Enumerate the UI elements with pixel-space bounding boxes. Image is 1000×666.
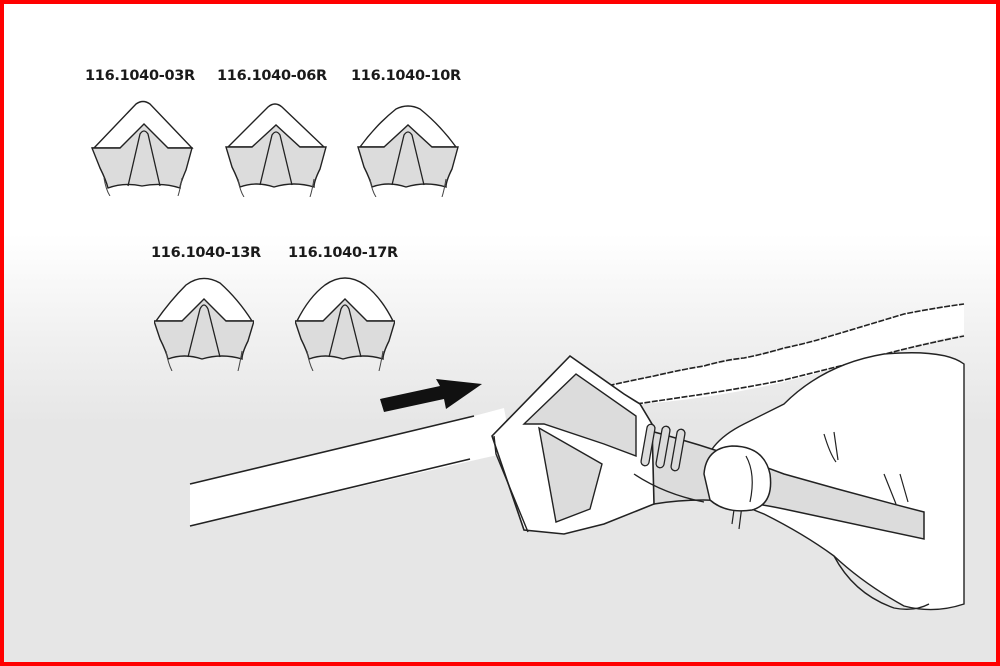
- jaw-label-13r: 116.1040-13R: [151, 245, 261, 261]
- adjustable-wrench-icon: [491, 354, 925, 540]
- jaw-profile-10r-icon: [357, 105, 459, 197]
- jaw-label-03r: 116.1040-03R: [85, 68, 195, 84]
- pipe-icon: [189, 408, 512, 527]
- jaw-profile-17r-icon: [295, 277, 395, 371]
- jaw-profile-13r-icon: [154, 277, 254, 371]
- jaw-label-06r: 116.1040-06R: [217, 68, 327, 84]
- thumb-icon: [703, 445, 772, 512]
- cord-icon: [593, 303, 965, 407]
- jaw-profile-06r-icon: [225, 103, 327, 197]
- direction-arrow-icon: [380, 379, 482, 412]
- jaw-label-17r: 116.1040-17R: [288, 245, 398, 261]
- jaw-profile-03r-icon: [90, 100, 194, 196]
- jaw-label-10r: 116.1040-10R: [351, 68, 461, 84]
- wrench-usage-illustration: [189, 303, 965, 611]
- worm-slot: [640, 423, 656, 467]
